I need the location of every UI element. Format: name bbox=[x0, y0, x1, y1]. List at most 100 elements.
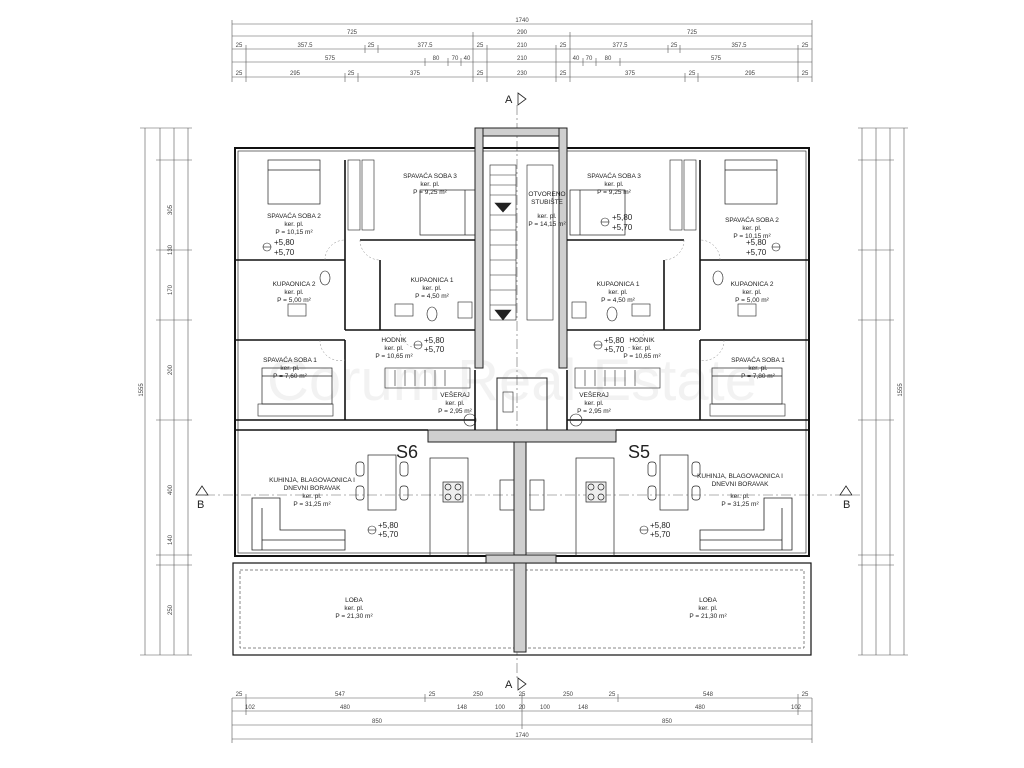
bottom-row2-dim-4: 100 bbox=[495, 705, 506, 711]
bottom-total-dim: 1740 bbox=[515, 733, 529, 739]
room-name: VEŠERAJ bbox=[579, 390, 609, 399]
level-upper-label: +5,80 bbox=[612, 213, 633, 222]
level-lower-label: +5,70 bbox=[612, 223, 633, 232]
room-area: P = 4,50 m² bbox=[415, 293, 449, 300]
side-dim-6: 140 bbox=[168, 534, 174, 545]
room-name: SPAVAĆA SOBA 3 bbox=[587, 171, 641, 180]
room-label-s6-loggia: LOĐA ker. pl. P = 21,30 m² bbox=[335, 597, 373, 620]
room-name: KUPAONICA 1 bbox=[411, 277, 454, 284]
room-floor: ker. pl. bbox=[698, 605, 717, 612]
room-label-s6-bed3: SPAVAĆA SOBA 3 ker. pl. P = 9,25 m² bbox=[403, 171, 457, 196]
top-row5-dim-1: 25 bbox=[236, 71, 243, 77]
bottom-row1-dim-5: 25 bbox=[519, 692, 526, 698]
room-area: P = 9,25 m² bbox=[413, 189, 447, 196]
level-markers bbox=[262, 217, 781, 535]
room-area: P = 21,30 m² bbox=[689, 613, 727, 620]
section-a-bottom-label: A bbox=[505, 679, 513, 691]
room-label-s5-bed2: SPAVAĆA SOBA 2 ker. pl. P = 10,15 m² bbox=[725, 215, 779, 240]
side-total-right: 1555 bbox=[898, 383, 904, 397]
level-upper-label: +5,80 bbox=[424, 336, 445, 345]
side-dim-5: 400 bbox=[168, 484, 174, 495]
room-floor: ker. pl. bbox=[742, 225, 761, 232]
sofa-icon bbox=[251, 497, 793, 551]
top-row5-dim-4: 375 bbox=[410, 71, 421, 77]
level-lower-label: +5,70 bbox=[650, 530, 671, 539]
bottom-row1-dim-1: 25 bbox=[236, 692, 243, 698]
level-lower-label: +5,70 bbox=[424, 345, 445, 354]
bottom-row1-dim-8: 548 bbox=[703, 692, 714, 698]
bottom-row1-dim-4: 250 bbox=[473, 692, 484, 698]
room-area: P = 14,15 m² bbox=[528, 221, 566, 228]
room-name: SPAVAĆA SOBA 2 bbox=[725, 215, 779, 224]
top-row2-dim-3: 725 bbox=[687, 30, 698, 36]
bottom-row2-dim-9: 102 bbox=[791, 705, 802, 711]
side-dim-1: 305 bbox=[168, 204, 174, 215]
staircase-flights bbox=[489, 164, 554, 321]
level-upper-label: +5,80 bbox=[274, 238, 295, 247]
room-floor: ker. pl. bbox=[344, 605, 363, 612]
room-label-s6-bath1: KUPAONICA 1 ker. pl. P = 4,50 m² bbox=[411, 277, 454, 300]
room-name: HODNIK bbox=[381, 337, 407, 344]
bottom-row1-dim-7: 25 bbox=[609, 692, 616, 698]
top-row5-dim-8: 375 bbox=[625, 71, 636, 77]
kitchen-fixtures bbox=[429, 457, 615, 557]
room-area: P = 7,80 m² bbox=[741, 373, 775, 380]
bottom-row3-dim-2: 850 bbox=[662, 719, 673, 725]
unit-label-s6: S6 bbox=[396, 442, 418, 462]
room-floor: ker. pl. bbox=[445, 400, 464, 407]
top-row3-dim-11: 25 bbox=[802, 43, 809, 49]
top-row4-dim-1: 575 bbox=[325, 56, 336, 62]
top-row4-dim-3: 70 bbox=[452, 56, 459, 62]
room-floor: ker. pl. bbox=[730, 493, 749, 500]
top-row5-dim-9: 25 bbox=[689, 71, 696, 77]
room-label-s6-hall: HODNIK ker. pl. P = 10,65 m² bbox=[375, 337, 413, 360]
room-floor: ker. pl. bbox=[280, 365, 299, 372]
top-row2-dim-2: 290 bbox=[517, 30, 528, 36]
room-area: P = 2,95 m² bbox=[438, 408, 472, 415]
section-marker-a-top: A bbox=[505, 92, 527, 680]
room-area: P = 5,00 m² bbox=[735, 297, 769, 304]
room-area: P = 31,25 m² bbox=[721, 501, 759, 508]
interior-walls-left bbox=[235, 160, 476, 431]
bottom-row2-dim-5: 20 bbox=[519, 705, 526, 711]
side-dim-7: 250 bbox=[168, 604, 174, 615]
bottom-row1-dim-9: 25 bbox=[802, 692, 809, 698]
dining-table-icon bbox=[355, 454, 701, 511]
top-row5-dim-5: 25 bbox=[477, 71, 484, 77]
room-area: P = 10,15 m² bbox=[275, 229, 313, 236]
unit-label-s5: S5 bbox=[628, 442, 650, 462]
level-lower-label: +5,70 bbox=[274, 248, 295, 257]
watermark: Corum Real Estate bbox=[267, 348, 757, 413]
level-upper-label: +5,80 bbox=[604, 336, 625, 345]
room-name: SPAVAĆA SOBA 3 bbox=[403, 171, 457, 180]
top-dimension-lines bbox=[232, 23, 812, 78]
room-floor: ker. pl. bbox=[284, 289, 303, 296]
top-total-dim: 1740 bbox=[515, 18, 529, 24]
level-lower-label: +5,70 bbox=[746, 248, 767, 257]
room-area: P = 4,50 m² bbox=[601, 297, 635, 304]
level-upper-label: +5,80 bbox=[378, 521, 399, 530]
bottom-row1-dim-3: 25 bbox=[429, 692, 436, 698]
room-label-s6-bed1: SPAVAĆA SOBA 1 ker. pl. P = 7,60 m² bbox=[263, 355, 317, 380]
room-floor: ker. pl. bbox=[742, 289, 761, 296]
room-name: KUPAONICA 2 bbox=[273, 281, 316, 288]
room-label-s5-hall: HODNIK ker. pl. P = 10,65 m² bbox=[623, 337, 661, 360]
interior-walls-right bbox=[566, 160, 809, 431]
room-name: LOĐA bbox=[345, 597, 363, 604]
top-row4-dim-2: 80 bbox=[433, 56, 440, 62]
section-b-left-label: B bbox=[197, 499, 204, 511]
section-marker-b-right: B bbox=[839, 485, 853, 511]
top-row3-dim-1: 25 bbox=[236, 43, 243, 49]
side-dimension-lines bbox=[140, 127, 908, 656]
room-name: KUPAONICA 2 bbox=[731, 281, 774, 288]
bottom-row2-dim-1: 102 bbox=[245, 705, 256, 711]
top-row5-dim-11: 25 bbox=[802, 71, 809, 77]
room-name: SPAVAĆA SOBA 2 bbox=[267, 211, 321, 220]
top-row5-dim-2: 295 bbox=[290, 71, 301, 77]
top-row3-dim-4: 377.5 bbox=[417, 43, 433, 49]
